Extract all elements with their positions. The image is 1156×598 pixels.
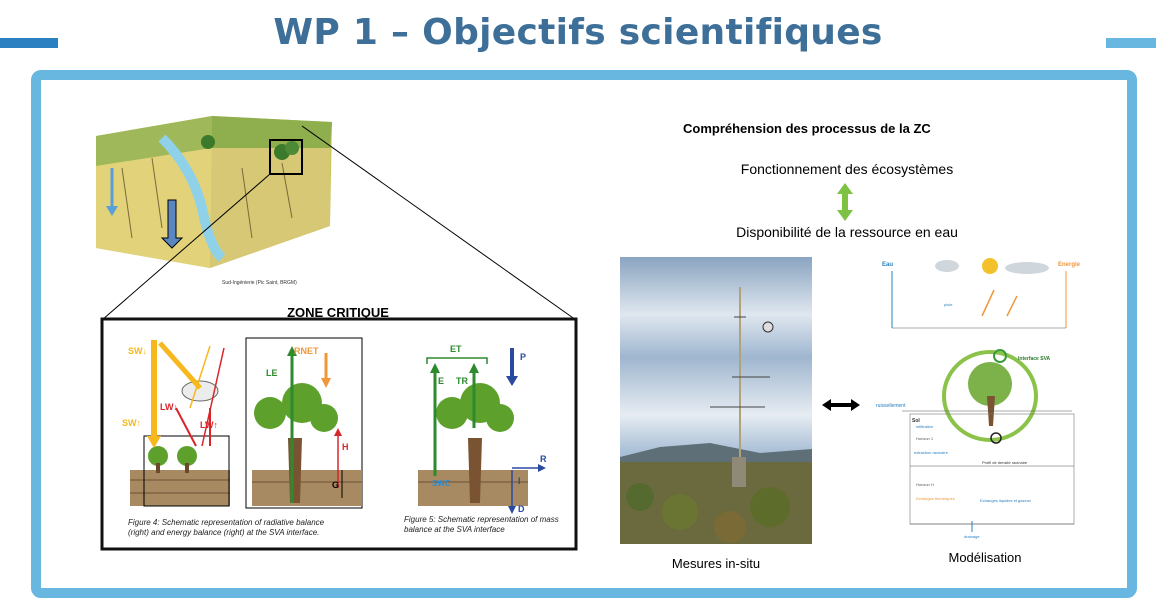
model-energie-label: Energie: [1058, 262, 1081, 268]
sw-down-label: SW↓: [128, 346, 147, 356]
g-label: G: [332, 480, 339, 490]
model-horizon1-label: Horizon 1: [916, 436, 934, 441]
model-interface-label: Interface SVA: [1018, 356, 1051, 362]
e-label: E: [438, 376, 444, 386]
model-caption: Modélisation: [948, 550, 1022, 565]
i-label: I: [518, 476, 521, 486]
double-arrow-vertical-icon: [837, 183, 853, 221]
figure4-caption: Figure 4: Schematic representation of ra…: [128, 518, 325, 537]
photo-caption: Mesures in-situ: [671, 556, 761, 571]
critical-zone-illustration: Sud-Ingénierie (Pic Saint, BRGM) ZONE CR…: [96, 116, 578, 551]
flux-tower-photo: [620, 257, 812, 544]
sw-up-label: SW↑: [122, 418, 141, 428]
header-bar-right: [1106, 38, 1156, 48]
double-arrow-horizontal-icon: [822, 399, 860, 411]
lw-down-label: LW↓: [160, 402, 178, 412]
model-horizonH-label: Horizon H: [916, 482, 934, 487]
header-bar-left: [0, 38, 58, 48]
h-label: H: [342, 442, 349, 452]
figure5-caption: Figure 5: Schematic representation of ma…: [404, 515, 559, 534]
model-extraction-label: extraction racinaire: [914, 450, 949, 455]
energy-balance-diagram: RNET LE H G: [245, 337, 363, 509]
le-label: LE: [266, 368, 278, 378]
model-drainage-label: drainage: [964, 534, 980, 539]
zone-critique-title: ZONE CRITIQUE: [287, 305, 389, 320]
model-diagram: Eau Energie pluie Interface SVA ruissell…: [872, 256, 1086, 546]
lw-up-label: LW↑: [200, 420, 218, 430]
model-infiltration-label: infiltration: [916, 424, 933, 429]
d-label: D: [518, 504, 525, 514]
et-label: ET: [450, 344, 462, 354]
block-credit: Sud-Ingénierie (Pic Saint, BRGM): [222, 280, 297, 286]
page-title: WP 1 – Objectifs scientifiques: [273, 12, 883, 53]
rnet-label: RNET: [294, 346, 319, 356]
swc-label: SWC: [432, 479, 451, 488]
model-profil-label: Profil de densité racinaire: [982, 460, 1028, 465]
zc-heading: Compréhension des processus de la ZC: [683, 121, 931, 136]
model-echanges-liq-label: Echanges liquides et gazeux: [980, 498, 1031, 503]
model-ruissellement-label: ruissellement: [876, 403, 906, 409]
model-echanges-therm-label: Echanges thermiques: [916, 496, 955, 501]
p-label: P: [520, 352, 526, 362]
model-eau-label: Eau: [882, 262, 893, 268]
landscape-block: Sud-Ingénierie (Pic Saint, BRGM): [96, 116, 332, 286]
model-pluie-label: pluie: [944, 302, 953, 307]
r-label: R: [540, 454, 547, 464]
ecosystem-text: Fonctionnement des écosystèmes: [740, 161, 954, 177]
model-sol-label: Sol: [912, 418, 920, 424]
mass-balance-diagram: ET E TR P R I D SWC: [418, 344, 547, 514]
water-resource-text: Disponibilité de la ressource en eau: [736, 224, 958, 240]
tr-label: TR: [456, 376, 468, 386]
radiative-balance-diagram: SW↓ SW↑ LW↓ LW↑: [122, 340, 230, 507]
